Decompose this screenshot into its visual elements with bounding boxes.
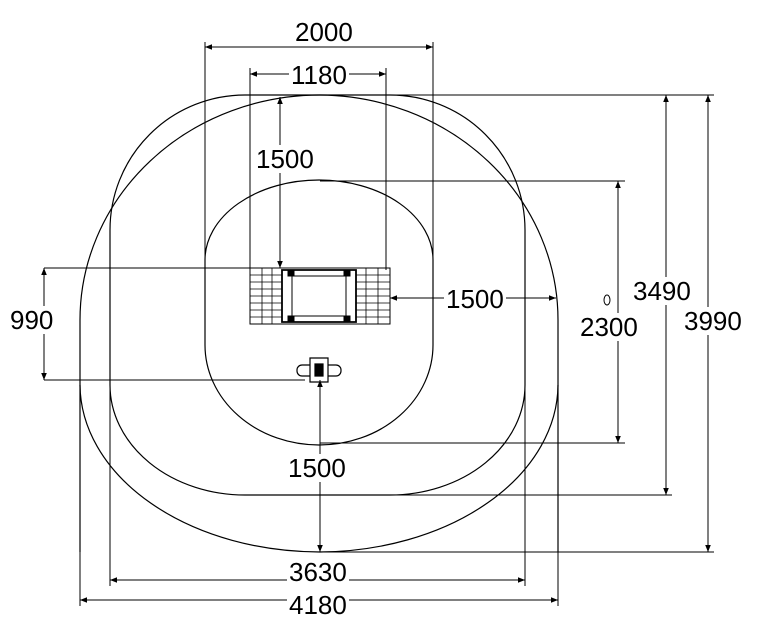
left-deck-slats: [250, 268, 282, 324]
dimension-right-clearance: 1500: [444, 284, 506, 314]
dimension-outer-width: 4180: [287, 590, 349, 620]
dimension-outer-height: 3990: [682, 306, 744, 336]
middle-safety-zone: [110, 95, 525, 495]
dimension-mid-height: 3490: [631, 276, 693, 306]
dimension-inner-height: 2300: [578, 312, 640, 342]
play-platform: [250, 268, 390, 324]
marker-oval: [604, 295, 610, 305]
dimension-left-height: 990: [8, 305, 56, 335]
dimension-top-outer-width: 2000: [293, 17, 355, 47]
right-deck-slats: [356, 268, 390, 324]
spring-rider: [297, 358, 341, 382]
dimension-top-inner-width: 1180: [289, 60, 349, 90]
dimension-mid-width: 3630: [287, 557, 349, 587]
dimension-bottom-vertical: 1500: [286, 453, 348, 483]
dimension-upper-vertical: 1500: [254, 144, 316, 174]
inner-safety-zone: [205, 180, 433, 445]
